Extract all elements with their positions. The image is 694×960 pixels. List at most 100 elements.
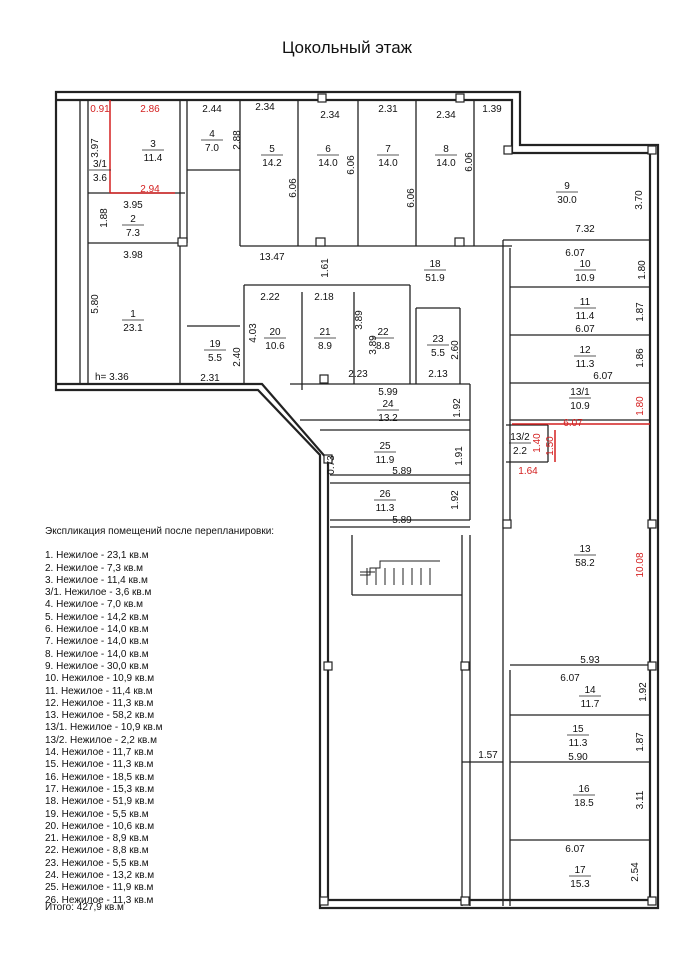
dimension-label: 1.92 <box>638 682 649 702</box>
dimension-label: 7.32 <box>575 224 595 235</box>
explication-item: 5. Нежилое - 14,2 кв.м <box>45 611 149 623</box>
explication-item: 26. Нежилое - 11,3 кв.м <box>45 894 154 906</box>
room-number: 11 <box>580 297 591 308</box>
explication-item: 17. Нежилое - 15,3 кв.м <box>45 783 155 795</box>
room-number: 1 <box>130 309 136 320</box>
ceiling-height: h= 3.36 <box>95 372 129 383</box>
room-number: 26 <box>379 489 391 500</box>
explication-item: 15. Нежилое - 11,3 кв.м <box>45 759 154 771</box>
room-area: 14.0 <box>318 158 338 169</box>
room-number: 7 <box>385 144 391 155</box>
room-number: 5 <box>269 144 275 155</box>
room-number: 13/1 <box>570 387 590 398</box>
dimension-label: 5.89 <box>392 466 412 477</box>
room-area: 10.6 <box>265 341 285 352</box>
explication-item: 8. Нежилое - 14,0 кв.м <box>45 648 149 660</box>
dimension-label: 2.23 <box>348 369 368 380</box>
dimension-label: 0.73 <box>326 455 337 475</box>
room-number: 17 <box>574 865 586 876</box>
room-number: 16 <box>578 784 590 795</box>
dimension-label: 2.34 <box>320 110 340 121</box>
explication-item: 13/2. Нежилое - 2,2 кв.м <box>45 734 157 746</box>
dimension-label: 6.07 <box>575 324 595 335</box>
explication-item: 3. Нежилое - 11,4 кв.м <box>45 574 148 586</box>
dimension-label-red: 2.86 <box>140 104 160 115</box>
room-area: 11.4 <box>144 153 163 164</box>
total-area: Итого: 427,9 кв.м <box>45 902 124 913</box>
dimension-label: 13.47 <box>259 252 284 263</box>
room-area: 13.2 <box>378 413 398 424</box>
explication-title: Экспликация помещений после перепланиров… <box>45 526 275 537</box>
explication-item: 7. Нежилое - 14,0 кв.м <box>45 636 149 648</box>
room-area: 8.9 <box>318 341 332 352</box>
dimension-label: 5.99 <box>378 387 398 398</box>
room-area: 5.5 <box>208 353 222 364</box>
dimension-label: 1.92 <box>452 398 463 418</box>
dimension-label: 1.57 <box>478 750 498 761</box>
room-number: 8 <box>443 144 449 155</box>
explication-item: 20. Нежилое - 10,6 кв.м <box>45 820 155 832</box>
dimension-label: 6.06 <box>406 188 417 208</box>
dimension-label-red: 6.07 <box>563 418 583 429</box>
room-area: 11.9 <box>376 455 395 466</box>
explication-item: 18. Нежилое - 51,9 кв.м <box>45 796 155 808</box>
explication-item: 21. Нежилое - 8,9 кв.м <box>45 833 149 845</box>
room-area: 7.0 <box>205 143 219 154</box>
dimension-label: 1.92 <box>450 490 461 510</box>
dimension-label: 6.07 <box>565 248 585 259</box>
dimension-label-red: 10.08 <box>635 552 646 577</box>
room-area: 8.8 <box>376 341 390 352</box>
room-area: 10.9 <box>570 401 590 412</box>
room-number: 19 <box>209 339 221 350</box>
dimension-label: 4.03 <box>248 323 259 343</box>
dimension-label: 2.31 <box>200 373 220 384</box>
room-number: 24 <box>382 399 394 410</box>
explication-item: 16. Нежилое - 18,5 кв.м <box>45 771 155 783</box>
room-number: 14 <box>584 685 596 696</box>
room-number: 15 <box>572 724 584 735</box>
dimension-label: 2.22 <box>260 292 280 303</box>
explication-item: 9. Нежилое - 30,0 кв.м <box>45 660 149 672</box>
dimension-label: 3.89 <box>368 335 379 355</box>
explication-item: 13. Нежилое - 58,2 кв.м <box>45 710 155 722</box>
room-area: 51.9 <box>425 273 445 284</box>
dimension-label: 6.06 <box>464 152 475 172</box>
dimension-label: 1.87 <box>635 302 646 322</box>
room-number: 25 <box>379 441 391 452</box>
explication-item: 13/1. Нежилое - 10,9 кв.м <box>45 722 163 734</box>
dimension-label: 2.18 <box>314 292 334 303</box>
dimension-label: 2.31 <box>378 104 398 115</box>
dimension-label: 6.06 <box>288 178 299 198</box>
explication-item: 10. Нежилое - 10,9 кв.м <box>45 673 155 685</box>
explication-list: Экспликация помещений после перепланиров… <box>45 526 274 907</box>
dimension-label: 3.11 <box>635 790 646 809</box>
dimension-label-red: 1.64 <box>518 466 538 477</box>
room-number: 3/1 <box>93 159 107 170</box>
room-area: 11.3 <box>376 503 395 514</box>
room-number: 22 <box>377 327 389 338</box>
room-area: 5.5 <box>431 348 445 359</box>
dimension-label: 1.61 <box>320 258 331 278</box>
explication-item: 22. Нежилое - 8,8 кв.м <box>45 845 149 857</box>
dimension-label: 6.07 <box>560 673 580 684</box>
room-area: 14.2 <box>262 158 282 169</box>
dimension-label: 2.13 <box>428 369 448 380</box>
explication-item: 14. Нежилое - 11,7 кв.м <box>45 747 154 759</box>
room-area: 11.3 <box>569 738 588 749</box>
dimension-label: 1.87 <box>635 732 646 752</box>
dimension-label: 3.97 <box>90 138 101 158</box>
dimension-label: 5.80 <box>90 294 101 314</box>
dimension-label: 3.70 <box>634 190 645 210</box>
staircase <box>360 560 440 585</box>
dimension-label: 2.34 <box>255 102 275 113</box>
explication-item: 23. Нежилое - 5,5 кв.м <box>45 857 149 869</box>
explication-item: 24. Нежилое - 13,2 кв.м <box>45 870 155 882</box>
dimension-label: 1.88 <box>99 208 110 228</box>
dimension-label-red: 1.80 <box>635 396 646 416</box>
explication-item: 1. Нежилое - 23,1 кв.м <box>45 550 149 562</box>
room-number: 2 <box>130 214 136 225</box>
dimension-label: 1.91 <box>454 446 465 466</box>
room-area: 14.0 <box>436 158 456 169</box>
dimension-label: 3.98 <box>123 250 143 261</box>
